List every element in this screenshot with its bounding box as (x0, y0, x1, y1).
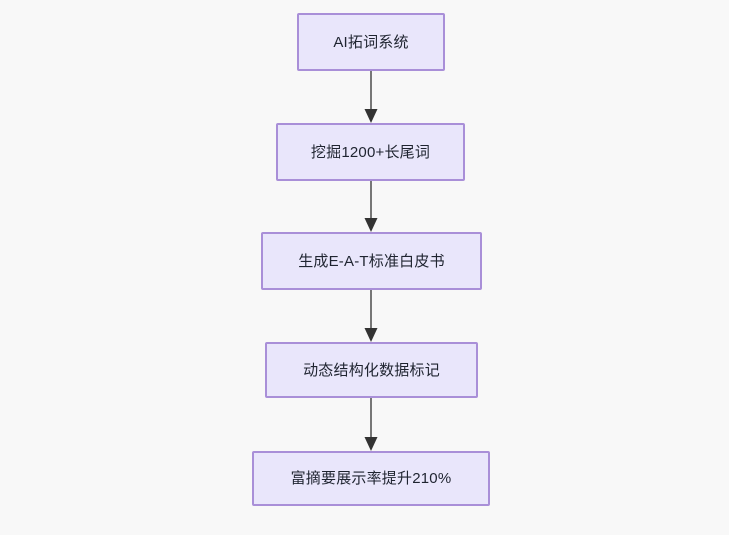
arrowhead-icon (364, 437, 378, 451)
flow-node-label: 挖掘1200+长尾词 (310, 143, 431, 161)
flow-edge-2-3 (358, 181, 384, 232)
arrowhead-icon (364, 218, 378, 232)
flow-edge-1-2 (358, 71, 384, 123)
flow-node-label: 富摘要展示率提升210% (290, 470, 452, 487)
flow-node-label: 动态结构化数据标记 (303, 361, 440, 379)
flow-node-label: 生成E-A-T标准白皮书 (298, 252, 445, 270)
flow-node-generate-eat-whitepaper[interactable]: 生成E-A-T标准白皮书 (261, 232, 482, 290)
arrowhead-icon (364, 109, 378, 123)
flow-node-dynamic-structured-data-markup[interactable]: 动态结构化数据标记 (265, 342, 478, 398)
arrowhead-icon (364, 328, 378, 342)
flow-edge-3-4 (358, 290, 384, 342)
flow-node-rich-snippet-impression-lift[interactable]: 富摘要展示率提升210% (252, 451, 490, 506)
flow-node-ai-keyword-system[interactable]: AI拓词系统 (297, 13, 445, 71)
flow-edge-4-5 (358, 398, 384, 451)
flow-node-label: AI拓词系统 (333, 33, 409, 51)
flow-node-mine-long-tail-keywords[interactable]: 挖掘1200+长尾词 (276, 123, 465, 181)
